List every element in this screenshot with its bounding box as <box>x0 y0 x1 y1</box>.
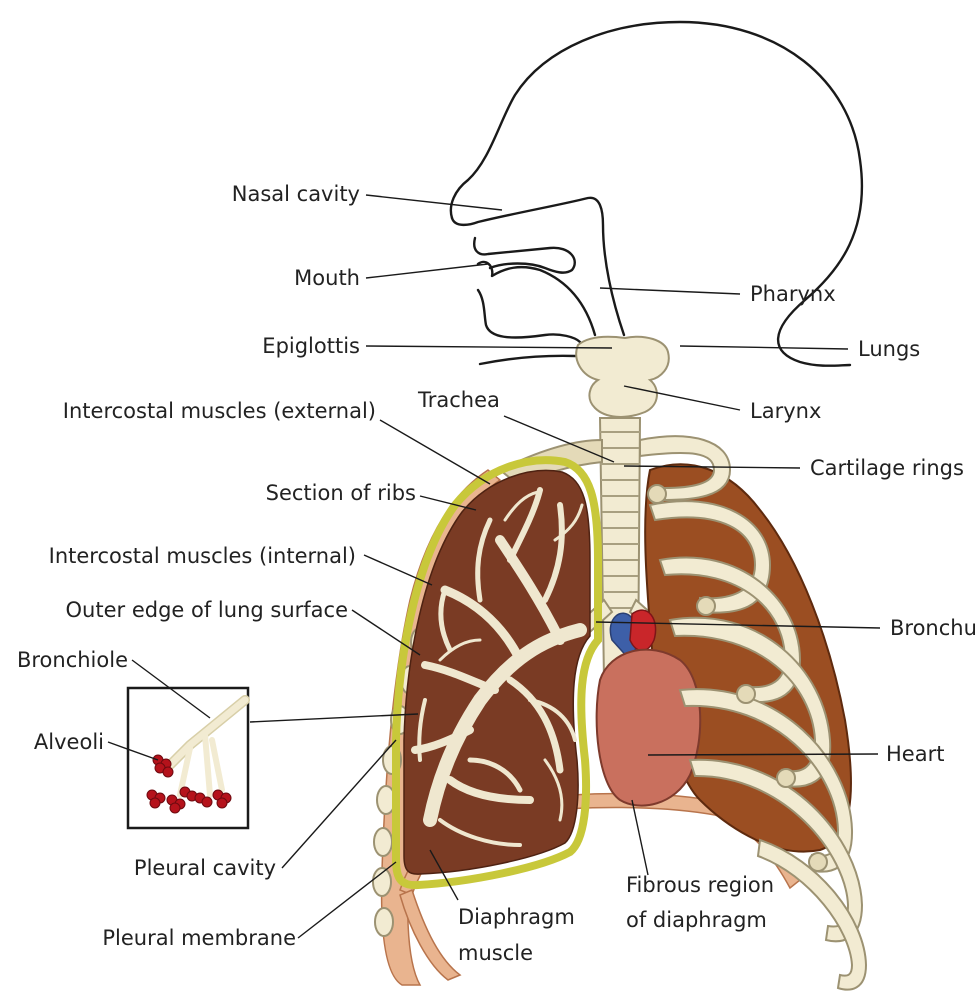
label-pleural-cavity: Pleural cavity <box>134 856 276 880</box>
head-outline <box>451 22 862 366</box>
label-fibrous-region-line1: Fibrous region <box>626 873 774 897</box>
label-alveoli: Alveoli <box>34 730 104 754</box>
label-lungs: Lungs <box>858 337 920 361</box>
label-section-of-ribs: Section of ribs <box>266 481 416 505</box>
label-diaphragm-muscle-line2: muscle <box>458 941 533 965</box>
label-mouth: Mouth <box>294 266 360 290</box>
label-outer-edge-lung: Outer edge of lung surface <box>66 598 348 622</box>
label-pleural-membrane: Pleural membrane <box>102 926 296 950</box>
label-bronchus: Bronchus <box>890 616 975 640</box>
alveoli-inset <box>128 688 248 828</box>
label-bronchiole: Bronchiole <box>17 648 128 672</box>
label-intercostal-external: Intercostal muscles (external) <box>63 399 376 423</box>
rib-section <box>374 828 392 856</box>
label-epiglottis: Epiglottis <box>262 334 360 358</box>
label-nasal-cavity: Nasal cavity <box>232 182 360 206</box>
label-trachea: Trachea <box>417 388 500 412</box>
label-larynx: Larynx <box>750 399 821 423</box>
rib-section <box>375 908 393 936</box>
label-cartilage-rings: Cartilage rings <box>810 456 964 480</box>
label-heart: Heart <box>886 742 944 766</box>
left-lung-section <box>396 460 598 885</box>
label-pharynx: Pharynx <box>750 282 836 306</box>
label-intercostal-internal: Intercostal muscles (internal) <box>49 544 356 568</box>
label-diaphragm-muscle-line1: Diaphragm <box>458 905 575 929</box>
label-fibrous-region-line2: of diaphragm <box>626 908 767 932</box>
